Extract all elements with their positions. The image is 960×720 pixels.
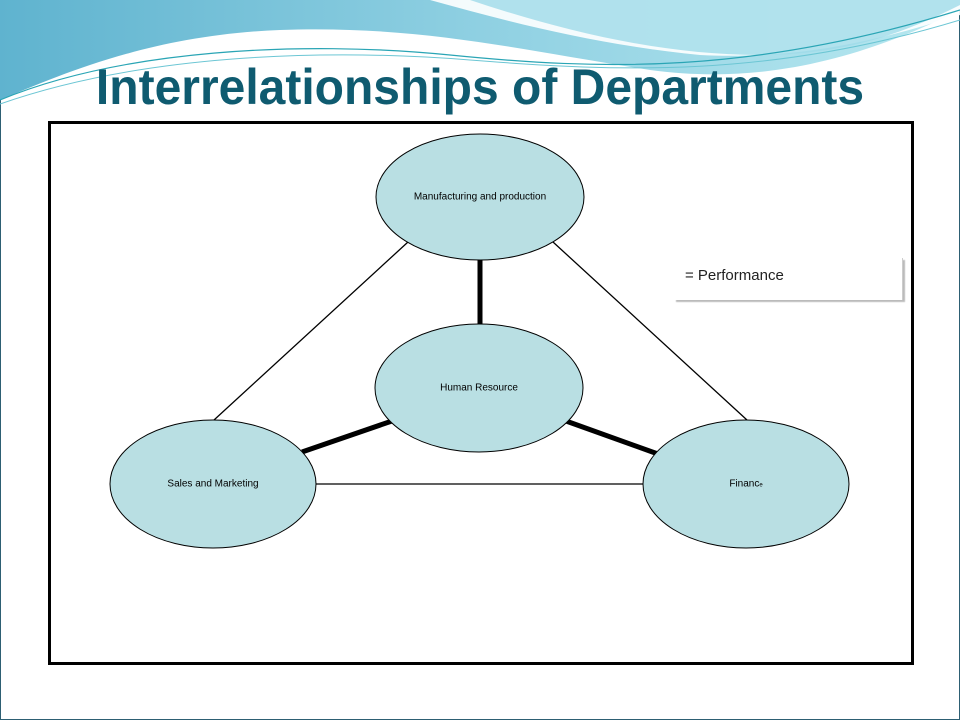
finance-text: Financ (729, 478, 760, 490)
node-sales (109, 419, 317, 549)
node-label-sales: Sales and Marketing (167, 478, 259, 490)
header-wave-decoration (0, 0, 960, 105)
node-label-human-resource: Human Resource (440, 382, 518, 394)
diagram-canvas (109, 133, 850, 549)
node-human-resource (374, 323, 584, 453)
node-finance (642, 419, 850, 549)
link-top-left (213, 241, 409, 421)
node-manufacturing (375, 133, 585, 261)
finance-text-tail: e (759, 482, 763, 489)
performance-link-left (301, 418, 393, 455)
legend-box: = Performance (674, 258, 903, 300)
legend-performance: = Performance (685, 267, 784, 284)
link-top-right (552, 241, 748, 421)
diagram-box: Manufacturing and production Human Resou… (48, 121, 914, 665)
slide-title: Interrelationships of Departments (95, 59, 865, 115)
node-label-manufacturing: Manufacturing and production (413, 191, 547, 203)
performance-link-right (565, 418, 659, 457)
node-label-finance: Finance (729, 479, 762, 490)
